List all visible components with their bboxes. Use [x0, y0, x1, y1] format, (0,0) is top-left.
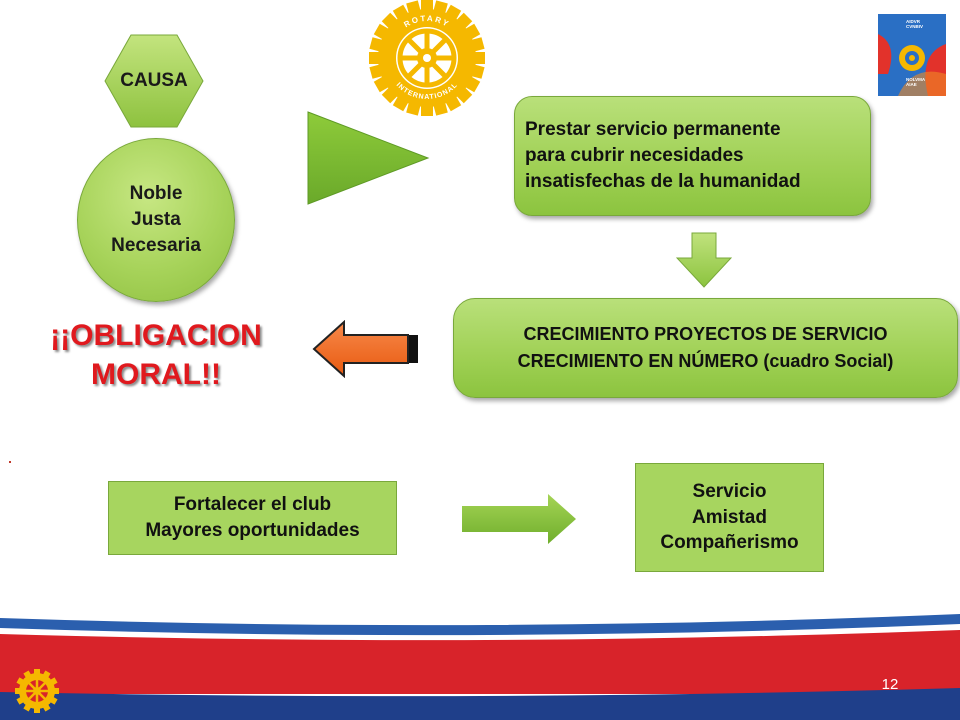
page-number: 12: [881, 676, 899, 693]
service-line: Prestar servicio permanente: [525, 118, 781, 140]
logo-text: CVNBIV: [906, 23, 924, 29]
qualities-circle: Noble Justa Necesaria: [77, 138, 235, 302]
circle-line: Necesaria: [111, 235, 201, 257]
club-line: Mayores oportunidades: [145, 520, 360, 541]
arrow-down-icon: [676, 232, 732, 288]
club-logo: AIDVR CVNBIV NOLVMA AIAE: [878, 14, 946, 96]
service-line: para cubrir necesidades: [525, 144, 744, 166]
arrow-right-icon: [460, 492, 578, 546]
footer-band: [0, 612, 960, 720]
values-line: Servicio: [692, 480, 767, 502]
moral-obligation-title: ¡¡OBLIGACION MORAL!!: [36, 316, 276, 394]
causa-label: CAUSA: [120, 70, 188, 91]
rotary-gear-icon: [14, 668, 60, 714]
moral-line: MORAL!!: [91, 358, 221, 391]
rotary-wheel-icon: ROTARY INTERNATIONAL: [360, 0, 494, 116]
values-box: Servicio Amistad Compañerismo: [635, 463, 824, 572]
logo-text: AIAE: [906, 81, 917, 87]
arrow-left-icon: [312, 320, 420, 378]
growth-line: CRECIMIENTO EN NÚMERO (cuadro Social): [517, 351, 894, 371]
growth-line: CRECIMIENTO PROYECTOS DE SERVICIO: [523, 324, 888, 344]
service-line: insatisfechas de la humanidad: [525, 171, 801, 193]
stray-dot: [9, 461, 11, 463]
club-line: Fortalecer el club: [173, 494, 332, 516]
values-line: Amistad: [692, 506, 767, 528]
logo-text: NOLVMA: [906, 77, 926, 82]
growth-box: CRECIMIENTO PROYECTOS DE SERVICIO CRECIM…: [453, 298, 958, 398]
play-triangle-arrow: [300, 110, 430, 206]
club-box: Fortalecer el club Mayores oportunidades: [108, 481, 397, 555]
circle-line: Justa: [131, 208, 181, 230]
moral-line: ¡¡OBLIGACION: [50, 319, 262, 352]
logo-text: AIDVR: [906, 19, 921, 24]
circle-line: Noble: [129, 182, 183, 204]
service-box: Prestar servicio permanente para cubrir …: [514, 96, 871, 216]
causa-hexagon: CAUSA: [104, 34, 204, 128]
values-line: Compañerismo: [660, 532, 799, 554]
